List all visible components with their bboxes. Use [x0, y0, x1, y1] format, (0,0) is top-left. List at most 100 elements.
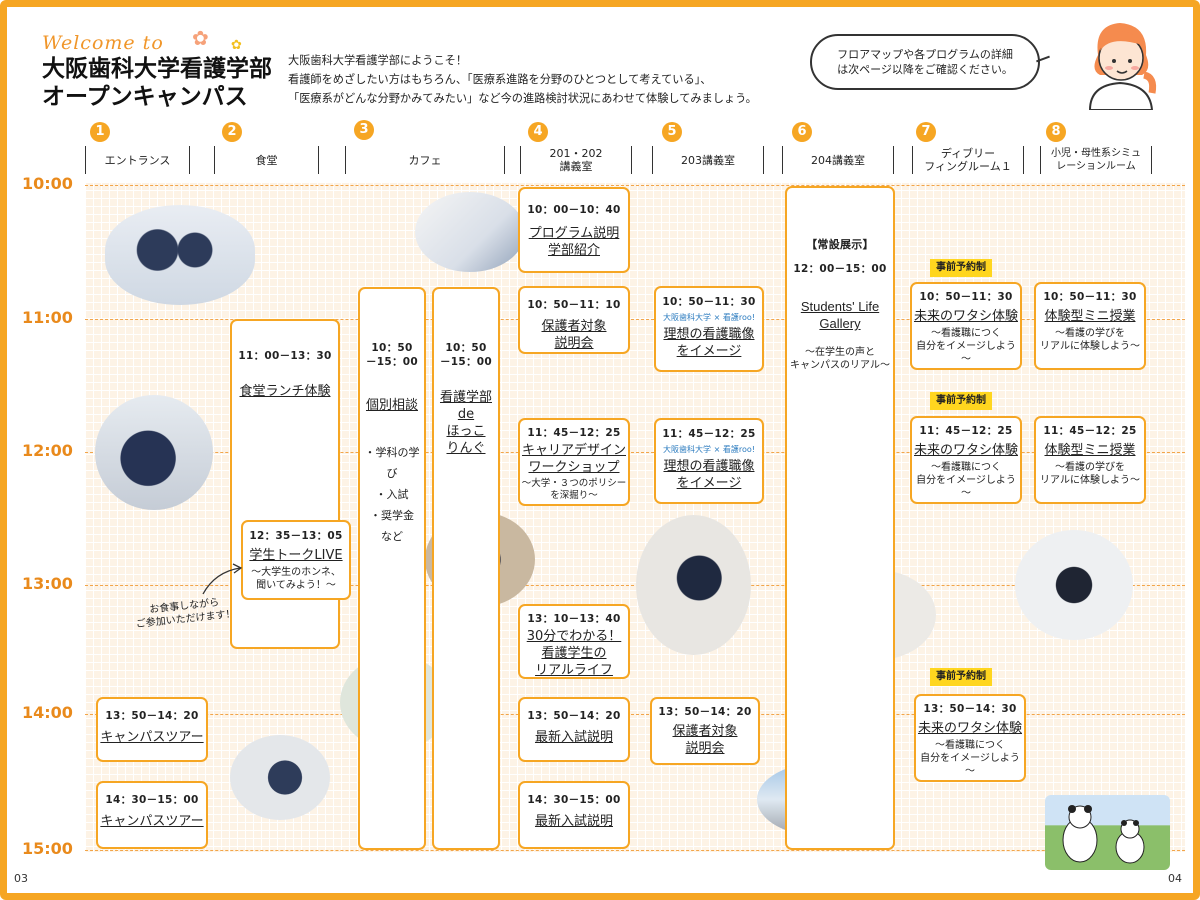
- future-self-3[interactable]: 13：50－14：30 未来のワタシ体験 ～看護職につく 自分をイメージしよう～: [914, 694, 1026, 782]
- tour-photo: [230, 735, 330, 820]
- event-time: 13：50－14：20: [527, 710, 621, 722]
- event-time: 11：45－12：25: [1043, 425, 1137, 437]
- event-title: 理想の看護職像 をイメージ: [663, 327, 755, 359]
- col-number-7: 7: [916, 122, 936, 142]
- event-time: 10：50 －15：00: [439, 342, 493, 368]
- student-life-30min[interactable]: 13：10－13：40 30分でわかる！ 看護学生の リアルライフ: [518, 604, 630, 679]
- event-title: 未来のワタシ体験: [913, 309, 1018, 324]
- col-header-simulation: 小児・母性系シミュ レーションルーム: [1040, 146, 1152, 174]
- time-label-14: 14:00: [22, 703, 73, 722]
- brochure-photo: [415, 192, 525, 272]
- col-number-5: 5: [662, 122, 682, 142]
- partner-logo: 大阪歯科大学 × 看護roo!: [663, 445, 755, 454]
- event-time: 10：50－11：30: [919, 291, 1013, 303]
- title-line-2: オープンキャンパス: [42, 84, 248, 110]
- campus-tour-1[interactable]: 13：50－14：20 キャンパスツアー: [96, 697, 208, 762]
- admission-info-2[interactable]: 14：30－15：00 最新入試説明: [518, 781, 630, 849]
- nurse-illustration: [1060, 15, 1180, 111]
- event-time: 10：50－11：10: [527, 299, 621, 311]
- simulation-photo: [1015, 530, 1133, 640]
- col-header-room-204: 204講義室: [782, 146, 894, 174]
- bubble-line-1: フロアマップや各プログラムの詳細: [837, 48, 1013, 61]
- event-title: キャンパスツアー: [100, 730, 204, 745]
- event-title: 30分でわかる！ 看護学生の リアルライフ: [526, 629, 622, 678]
- future-self-1[interactable]: 10：50－11：30 未来のワタシ体験 ～看護職につく 自分をイメージしよう～: [910, 282, 1022, 370]
- event-title: プログラム説明 学部紹介: [528, 226, 620, 258]
- student-guide-photo: [95, 395, 213, 510]
- event-title: 体験型ミニ授業: [1044, 309, 1136, 324]
- col-header-room-201: 201・202 講義室: [520, 146, 632, 174]
- col-number-6: 6: [792, 122, 812, 142]
- event-title: 個別相談: [365, 398, 418, 413]
- ideal-nurse-1[interactable]: 10：50－11：30 大阪歯科大学 × 看護roo! 理想の看護職像 をイメー…: [654, 286, 764, 372]
- program-intro[interactable]: 10：00－10：40 プログラム説明 学部紹介: [518, 187, 630, 273]
- hour-line-13: [85, 585, 1185, 586]
- hokkoring-block[interactable]: 10：50 －15：00 看護学部 de ほっこ りんぐ: [432, 287, 500, 850]
- event-title: 未来のワタシ体験: [917, 721, 1022, 736]
- career-workshop[interactable]: 11：45－12：25 キャリアデザイン ワークショップ ～大学・３つのポリシー…: [518, 418, 630, 506]
- students-photo: [105, 205, 255, 305]
- event-subtitle: ～看護職につく 自分をイメージしよう～: [920, 740, 1020, 777]
- bubble-line-2: は次ページ以降をご確認ください。: [837, 63, 1013, 76]
- hour-line-14: [85, 714, 1185, 715]
- event-title: 保護者対象 説明会: [672, 724, 738, 756]
- event-subtitle: ～大学生のホンネ、 聞いてみよう！～: [251, 567, 341, 591]
- time-label-15: 15:00: [22, 839, 73, 858]
- col-header-cafeteria: 食堂: [214, 146, 319, 174]
- event-title: 未来のワタシ体験: [913, 443, 1018, 458]
- event-title: 体験型ミニ授業: [1044, 443, 1136, 458]
- students-life-gallery[interactable]: 【常設展示】 12：00－15：00 Students' Life Galler…: [785, 186, 895, 850]
- consultation-block[interactable]: 10：50 －15：00 個別相談 ・学科の学び ・入試 ・奨学金 など: [358, 287, 426, 850]
- time-label-12: 12:00: [22, 441, 73, 460]
- event-subtitle: ～看護職につく 自分をイメージしよう～: [916, 328, 1016, 365]
- partner-logo: 大阪歯科大学 × 看護roo!: [663, 313, 755, 322]
- event-time: 11：45－12：25: [527, 427, 621, 439]
- col-header-cafe: カフェ: [345, 146, 505, 174]
- parent-session-1[interactable]: 10：50－11：10 保護者対象 説明会: [518, 286, 630, 354]
- hour-line-15: [85, 850, 1185, 851]
- reservation-badge: 事前予約制: [930, 259, 992, 277]
- campus-tour-2[interactable]: 14：30－15：00 キャンパスツアー: [96, 781, 208, 849]
- future-self-2[interactable]: 11：45－12：25 未来のワタシ体験 ～看護職につく 自分をイメージしよう～: [910, 416, 1022, 504]
- parent-session-2[interactable]: 13：50－14：20 保護者対象 説明会: [650, 697, 760, 765]
- event-time: 13：10－13：40: [527, 613, 621, 625]
- arrow-icon: [200, 562, 245, 601]
- flower-icon: ✿: [192, 26, 209, 50]
- col-header-room-203: 203講義室: [652, 146, 764, 174]
- intro-line-2: 看護師をめざしたい方はもちろん、「医療系進路を分野のひとつとして考えている」、: [288, 73, 712, 86]
- student-talk-live[interactable]: 12：35－13：05 学生トークLIVE ～大学生のホンネ、 聞いてみよう！～: [241, 520, 351, 600]
- col-header-entrance: エントランス: [85, 146, 190, 174]
- event-title: 最新入試説明: [534, 814, 613, 829]
- event-subtitle: ～在学生の声と キャンパスのリアル～: [790, 347, 890, 371]
- event-time: 10：50－11：30: [1043, 291, 1137, 303]
- time-label-10: 10:00: [22, 174, 73, 193]
- event-subtitle: ～看護職につく 自分をイメージしよう～: [916, 462, 1016, 499]
- event-subtitle: ～大学・３つのポリシー を深掘り～: [521, 478, 627, 501]
- event-subtitle: ～看護の学びを リアルに体験しよう～: [1040, 462, 1140, 486]
- admission-info-1[interactable]: 13：50－14：20 最新入試説明: [518, 697, 630, 762]
- page-title: 大阪歯科大学看護学部 オープンキャンパス: [42, 55, 272, 111]
- reservation-badge: 事前予約制: [930, 392, 992, 410]
- hour-line-11: [85, 319, 1185, 320]
- page-number-left: 03: [14, 872, 28, 885]
- exhibit-tag: 【常設展示】: [806, 238, 874, 251]
- reservation-badge: 事前予約制: [930, 668, 992, 686]
- event-title: 理想の看護職像 をイメージ: [663, 459, 755, 491]
- room-203-photo: [636, 515, 751, 655]
- hour-line-10: [85, 185, 1185, 186]
- welcome-text: Welcome to: [42, 32, 164, 54]
- mini-lesson-2[interactable]: 11：45－12：25 体験型ミニ授業 ～看護の学びを リアルに体験しよう～: [1034, 416, 1146, 504]
- col-number-8: 8: [1046, 122, 1066, 142]
- event-title: 食堂ランチ体験: [239, 384, 331, 399]
- event-time: 12：35－13：05: [249, 530, 343, 542]
- time-label-11: 11:00: [22, 308, 73, 327]
- col-number-3: 3: [354, 120, 374, 140]
- intro-line-3: 「医療系がどんな分野かみてみたい」など今の進路検討状況にあわせて体験してみましょ…: [288, 92, 757, 105]
- event-time: 12：00－15：00: [793, 263, 887, 275]
- event-time: 11：45－12：25: [662, 428, 756, 440]
- hour-line-12: [85, 452, 1185, 453]
- event-time: 14：30－15：00: [105, 794, 199, 806]
- col-number-1: 1: [90, 122, 110, 142]
- ideal-nurse-2[interactable]: 11：45－12：25 大阪歯科大学 × 看護roo! 理想の看護職像 をイメー…: [654, 418, 764, 504]
- mini-lesson-1[interactable]: 10：50－11：30 体験型ミニ授業 ～看護の学びを リアルに体験しよう～: [1034, 282, 1146, 370]
